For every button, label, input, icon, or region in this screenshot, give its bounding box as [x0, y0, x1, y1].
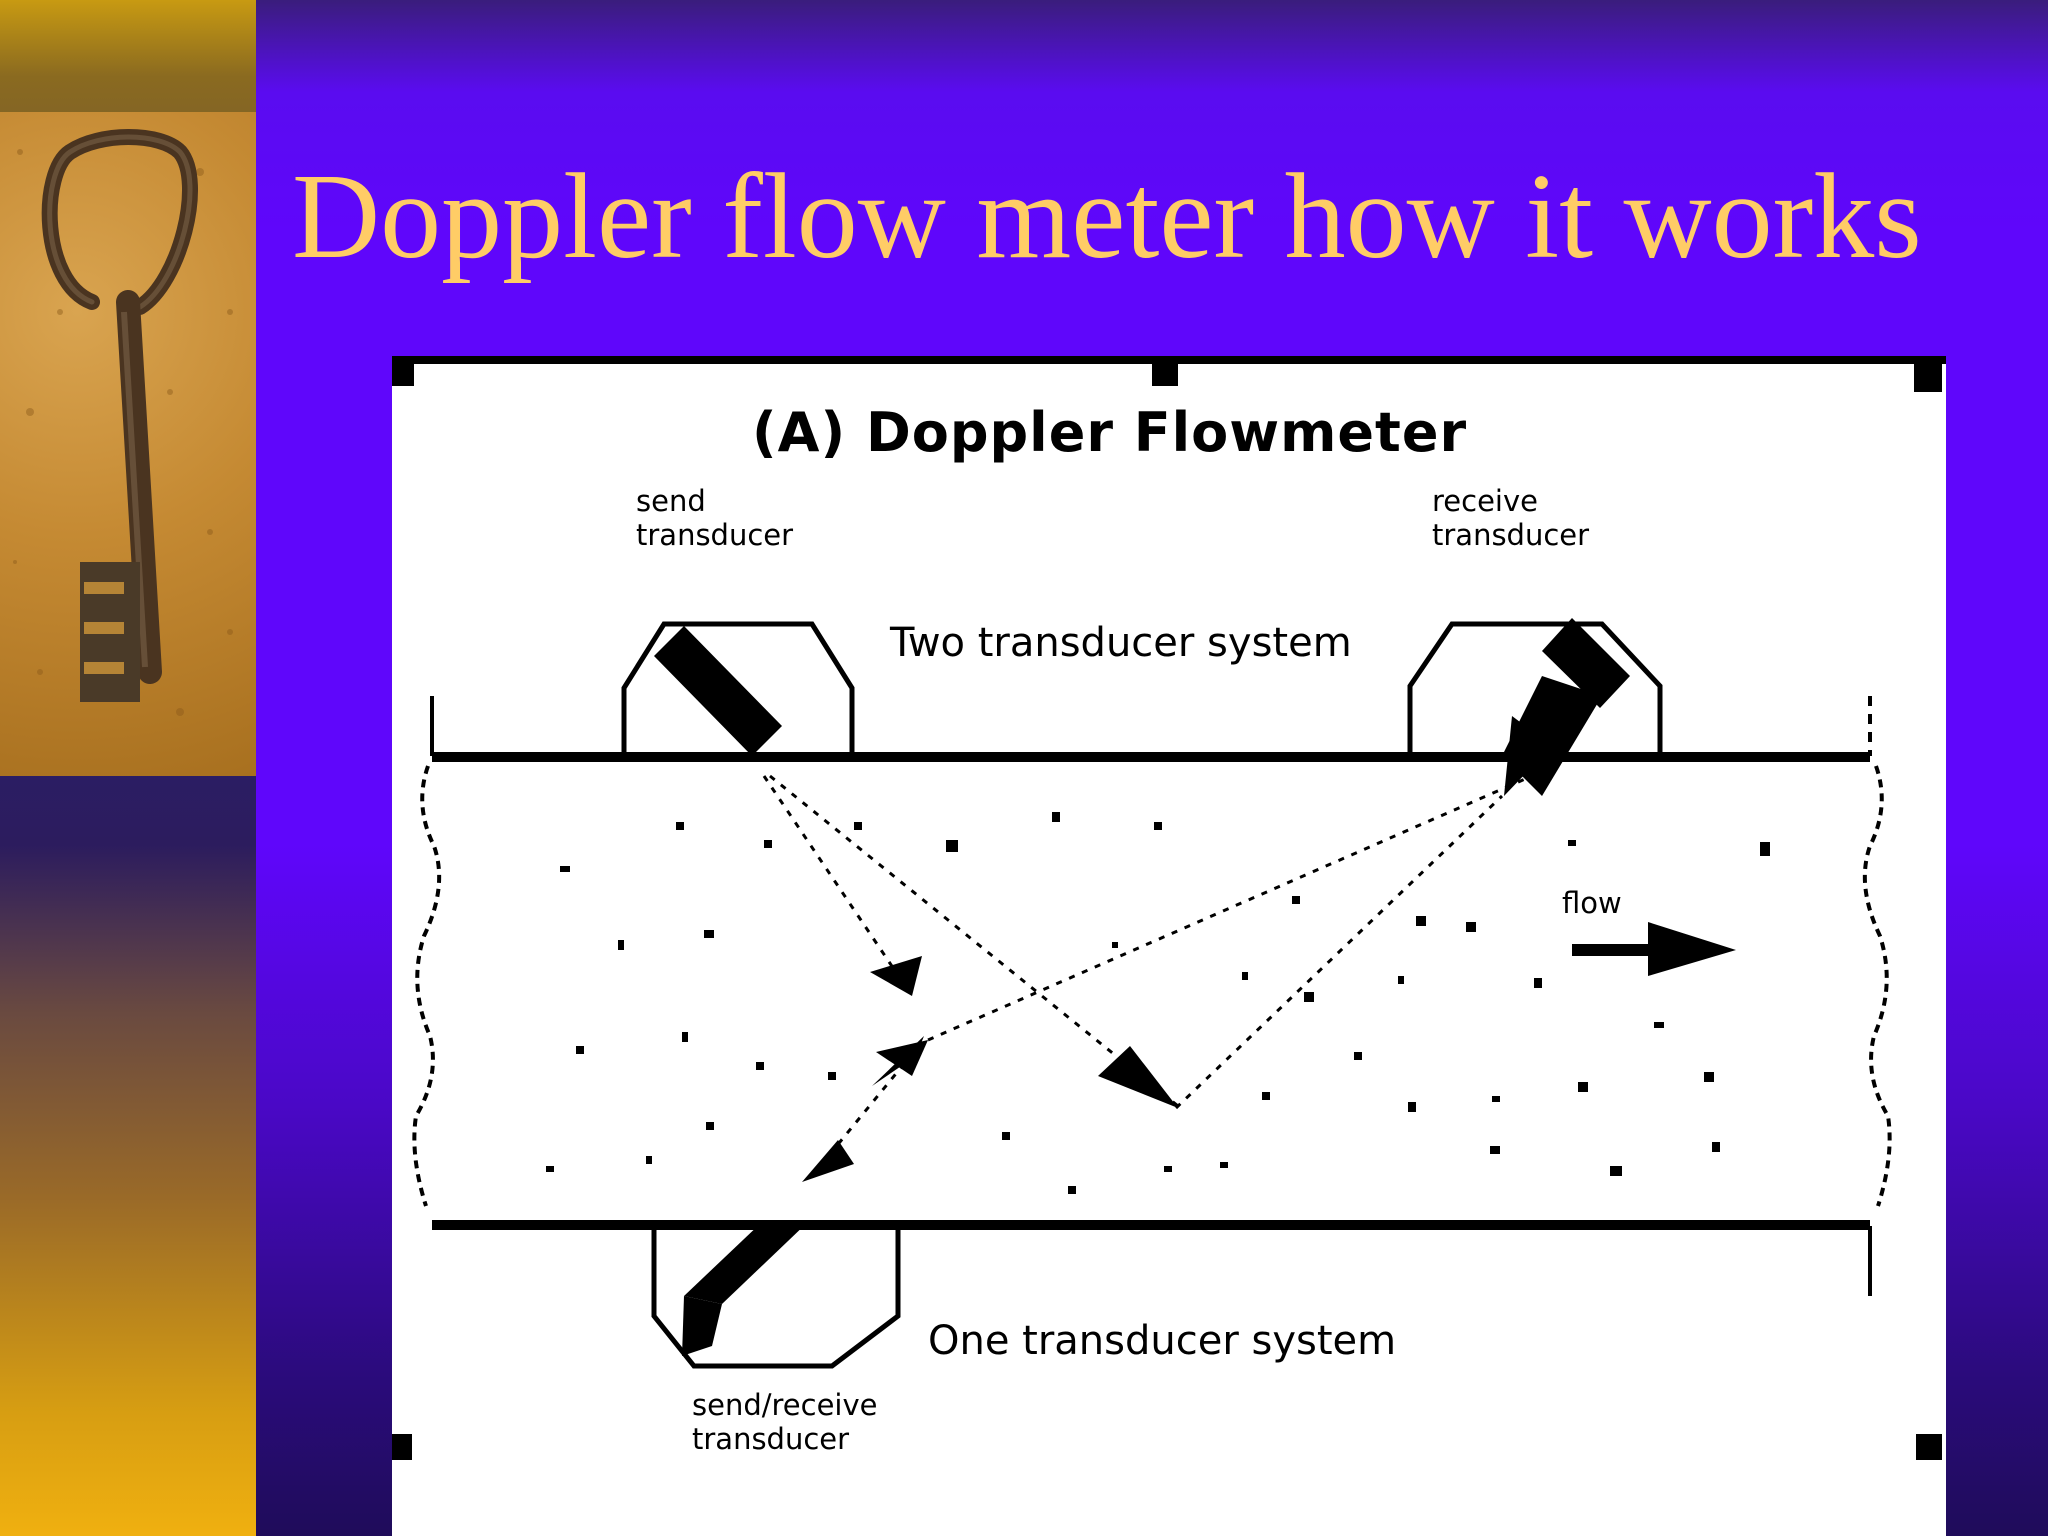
- send-transducer-label-line1: send: [636, 484, 706, 518]
- diagram-title: (A) Doppler Flowmeter: [752, 401, 1468, 464]
- one-transducer-system-label: One transducer system: [928, 1318, 1397, 1364]
- slide-title: Doppler flow meter how it works: [292, 149, 1922, 284]
- send-receive-label-line1: send/receive: [692, 1388, 878, 1422]
- doppler-flowmeter-diagram: (A) Doppler Flowmeter send transducer re…: [392, 356, 1946, 1536]
- flow-label: flow: [1562, 886, 1622, 920]
- key-icon: [13, 129, 233, 716]
- two-transducer-system-label: Two transducer system: [890, 620, 1352, 666]
- diagram-drawing: [392, 356, 1946, 1460]
- receive-transducer-label-line2: transducer: [1432, 518, 1590, 552]
- send-receive-transducer-label: send/receive transducer: [692, 1388, 877, 1456]
- antique-key-image: [0, 112, 256, 776]
- send-transducer-label-line2: transducer: [636, 518, 794, 552]
- send-transducer-label: send transducer: [636, 484, 793, 552]
- send-receive-label-line2: transducer: [692, 1422, 850, 1456]
- receive-transducer-label: receive transducer: [1432, 484, 1589, 552]
- receive-transducer-label-line1: receive: [1432, 484, 1538, 518]
